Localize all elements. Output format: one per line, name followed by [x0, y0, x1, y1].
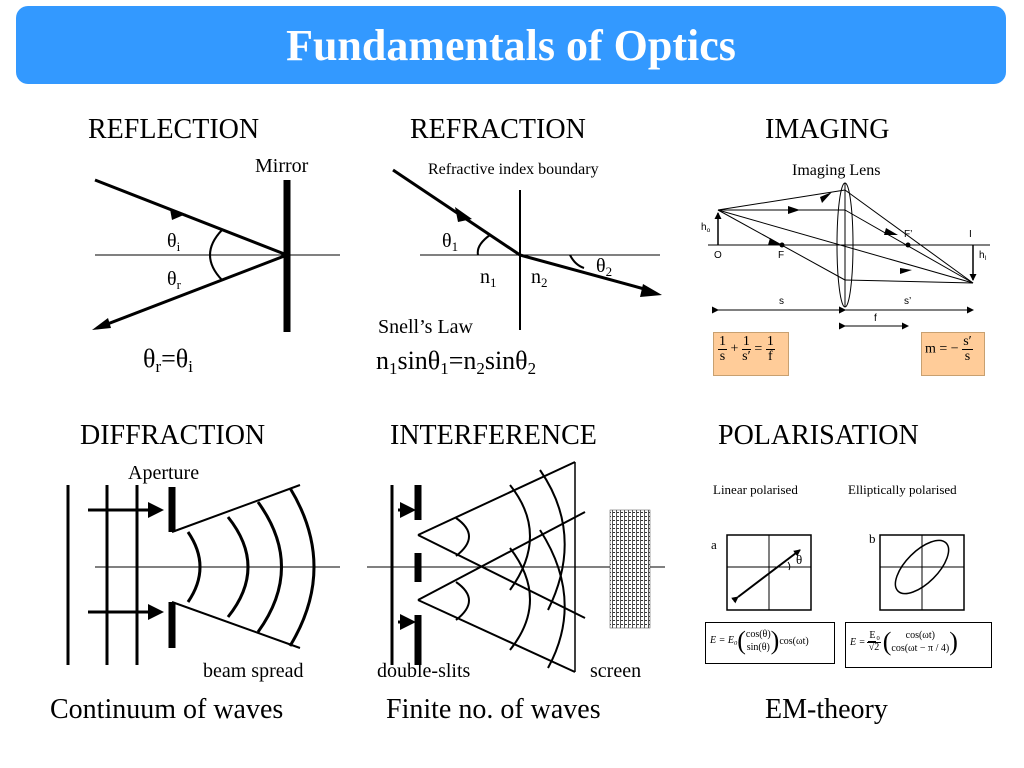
- refraction-diagram: [392, 168, 662, 330]
- reflected-arrow: [92, 318, 111, 330]
- angle-arc: [209, 229, 223, 281]
- theta-r-label: θr: [167, 268, 181, 292]
- incident-ray: [94, 178, 288, 257]
- elliptical-equation: E = E0√2 ( cos(ωt) cos(ωt − π / 4) ): [850, 627, 958, 656]
- reflection-law: θr=θi: [143, 344, 193, 377]
- theta2-label: θ2: [596, 255, 613, 279]
- heading-refraction: REFRACTION: [410, 114, 586, 145]
- ellipse: [894, 539, 950, 595]
- polarisation-caption: EM-theory: [765, 694, 888, 725]
- s-label: s: [779, 296, 784, 307]
- snell-law: n1sinθ1=n2sinθ2: [376, 346, 537, 379]
- theta-i-label: θi: [167, 230, 181, 254]
- theta2-arc: [569, 254, 585, 269]
- ray-center: [717, 209, 974, 284]
- n1-label: n1: [480, 266, 497, 290]
- reflected-ray: [96, 253, 288, 330]
- interference-caption: Finite no. of waves: [386, 694, 601, 725]
- heading-imaging: IMAGING: [765, 114, 890, 145]
- heading-interference: INTERFERENCE: [390, 420, 597, 451]
- linear-vector: [731, 549, 801, 604]
- aperture-label: Aperture: [128, 462, 200, 484]
- heading-diffraction: DIFFRACTION: [80, 420, 266, 451]
- elliptical-equation-box: E = E0√2 ( cos(ωt) cos(ωt − π / 4) ): [845, 622, 992, 668]
- diffraction-diagram: [66, 484, 340, 665]
- diffraction-caption: Continuum of waves: [50, 694, 284, 725]
- double-slits-label: double-slits: [377, 660, 471, 682]
- linear-equation-box: E = E0 ( cos(θ) sin(θ) ) cos(ωt): [705, 622, 835, 664]
- elliptical-label: Elliptically polarised: [848, 482, 957, 497]
- theta1-label: θ1: [442, 230, 459, 254]
- a-label: a: [711, 537, 717, 552]
- b-label: b: [869, 531, 876, 546]
- heading-polarisation: POLARISATION: [718, 420, 919, 451]
- refracted-arrow: [640, 284, 662, 297]
- snell-title: Snell’s Law: [378, 316, 473, 338]
- F-prime-label: F’: [904, 229, 913, 240]
- title-bar: Fundamentals of Optics: [16, 6, 1006, 84]
- magnification-equation: m = − s′s: [925, 334, 973, 364]
- boundary-label: Refractive index boundary: [428, 161, 599, 178]
- ho-label: ho: [701, 222, 711, 234]
- linear-label: Linear polarised: [713, 482, 798, 497]
- magnification-box: m = − s′s: [921, 332, 985, 376]
- fringe-screen: [609, 509, 651, 629]
- mirror-label: Mirror: [255, 155, 309, 177]
- incident-arrow: [455, 207, 472, 222]
- reflection-diagram: [92, 178, 340, 332]
- lens-label: Imaging Lens: [792, 162, 881, 179]
- screen-label: screen: [590, 660, 642, 682]
- incident-arrow: [170, 209, 186, 220]
- I-label: I: [969, 229, 972, 240]
- theta-label: θ: [796, 552, 803, 567]
- beam-spread-label: beam spread: [203, 660, 304, 682]
- interference-diagram: [367, 461, 665, 673]
- refracted-ray: [519, 253, 649, 292]
- heading-reflection: REFLECTION: [88, 114, 260, 145]
- page-title: Fundamentals of Optics: [286, 20, 736, 70]
- polarisation-diagram: [726, 534, 965, 611]
- F-label: F: [778, 250, 785, 261]
- O-label: O: [714, 250, 722, 261]
- f-label: f: [874, 313, 877, 324]
- theta1-arc: [476, 234, 491, 256]
- n2-label: n2: [531, 266, 548, 290]
- hi-label: hI: [979, 250, 987, 262]
- linear-equation: E = E0 ( cos(θ) sin(θ) ) cos(ωt): [710, 626, 809, 655]
- imaging-diagram: [708, 182, 990, 330]
- s-prime-label: s’: [904, 296, 912, 307]
